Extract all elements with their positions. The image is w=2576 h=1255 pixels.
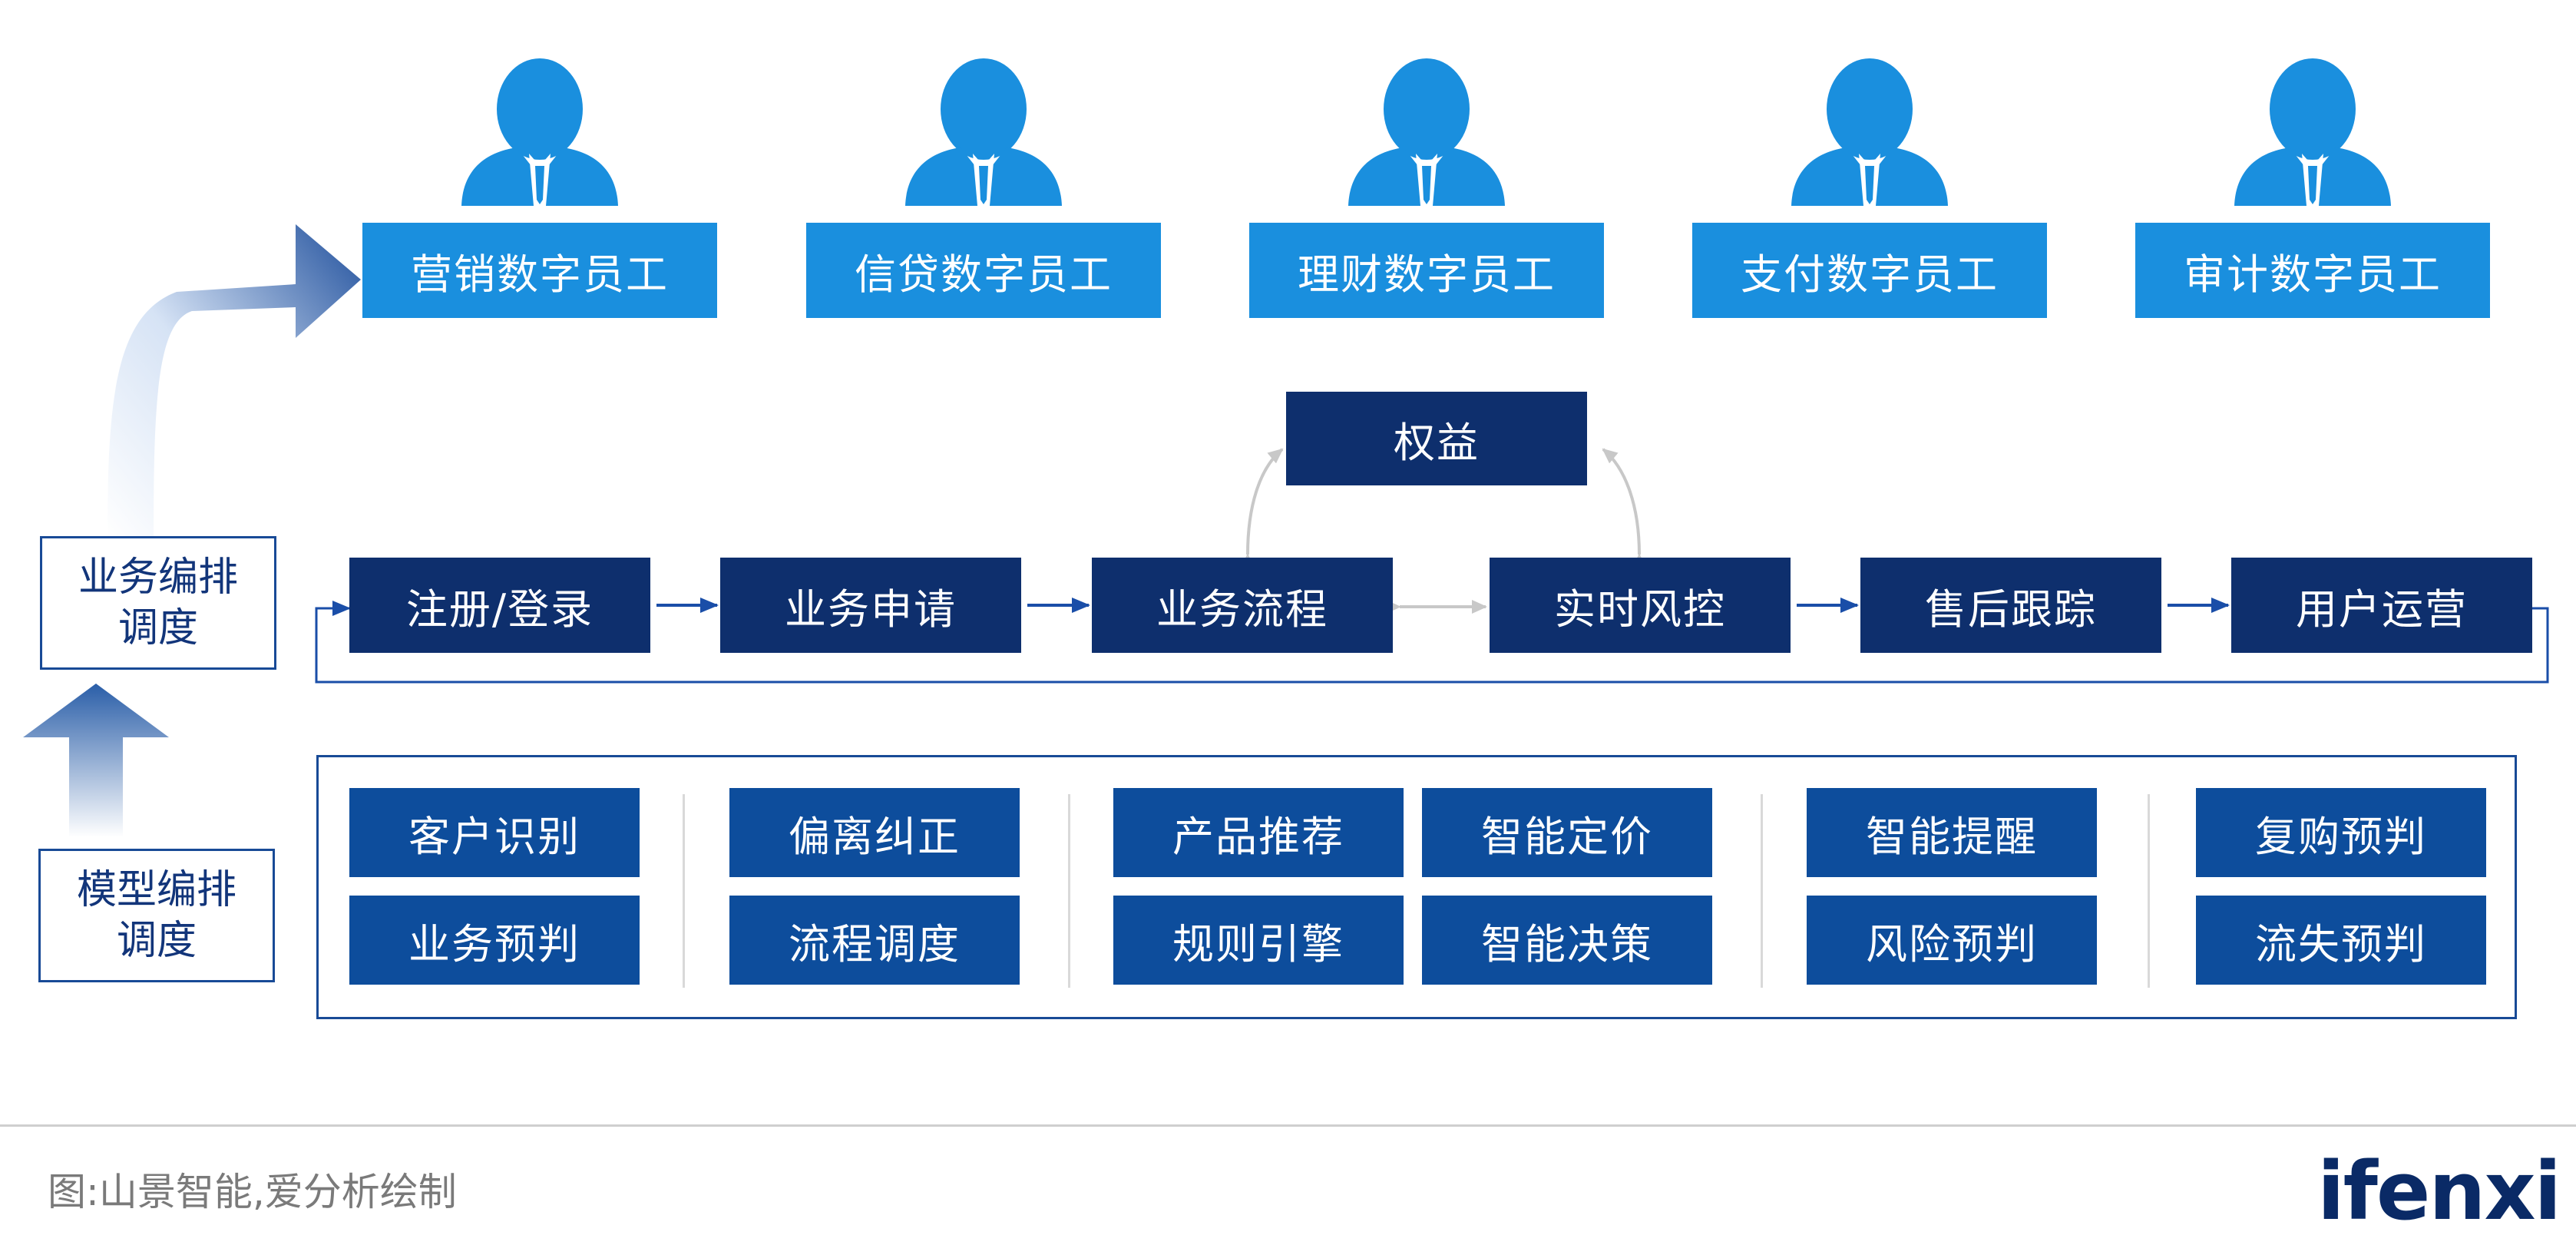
business-orchestration-label: 业务编排 调度: [40, 536, 276, 670]
model-capability: 偏离纠正: [729, 788, 1020, 877]
person-icon: [1785, 54, 1954, 210]
process-step: 实时风控: [1490, 558, 1791, 653]
model-label-line1: 模型编排: [76, 867, 236, 913]
figure-caption: 图:山景智能,爱分析绘制: [48, 1170, 457, 1214]
person-icon: [2228, 54, 2397, 210]
model-capability: 智能定价: [1422, 788, 1712, 877]
process-loop-line: [315, 601, 2549, 684]
group-separator: [1761, 794, 1763, 988]
rights-left-arrow: [1240, 448, 1284, 569]
business-label-line2: 调度: [117, 605, 198, 651]
agent-label: 审计数字员工: [2135, 223, 2490, 318]
model-capability: 复购预判: [2196, 788, 2486, 877]
model-capability: 客户识别: [349, 788, 640, 877]
model-orchestration-label: 模型编排 调度: [38, 849, 275, 982]
footer-divider: [0, 1124, 2576, 1127]
group-separator: [1068, 794, 1070, 988]
model-capability: 规则引擎: [1113, 896, 1404, 985]
business-label-line1: 业务编排: [78, 555, 238, 601]
model-capability: 流失预判: [2196, 896, 2486, 985]
rights-right-arrow: [1602, 448, 1647, 569]
model-capability: 业务预判: [349, 896, 640, 985]
process-step: 业务申请: [720, 558, 1021, 653]
model-label-line2: 调度: [116, 918, 197, 964]
process-step: 业务流程: [1092, 558, 1393, 653]
model-capabilities-frame: [316, 755, 2517, 1019]
model-up-arrow: [23, 684, 169, 837]
model-capability: 智能决策: [1422, 896, 1712, 985]
agent-label: 支付数字员工: [1692, 223, 2047, 318]
model-capability: 智能提醒: [1807, 788, 2097, 877]
agent-label: 信贷数字员工: [806, 223, 1161, 318]
process-step: 注册/登录: [349, 558, 650, 653]
model-capability: 产品推荐: [1113, 788, 1404, 877]
person-icon: [1342, 54, 1511, 210]
ifenxi-logo: ifenxi: [2317, 1144, 2561, 1238]
model-capability: 流程调度: [729, 896, 1020, 985]
model-capability: 风险预判: [1807, 896, 2097, 985]
agent-label: 营销数字员工: [362, 223, 717, 318]
process-step: 用户运营: [2231, 558, 2532, 653]
escalation-curve-arrow: [107, 224, 361, 538]
person-icon: [455, 54, 624, 210]
agent-label: 理财数字员工: [1249, 223, 1604, 318]
group-separator: [683, 794, 685, 988]
rights-box: 权益: [1286, 392, 1587, 485]
process-step: 售后跟踪: [1860, 558, 2161, 653]
group-separator: [2148, 794, 2150, 988]
person-icon: [899, 54, 1068, 210]
